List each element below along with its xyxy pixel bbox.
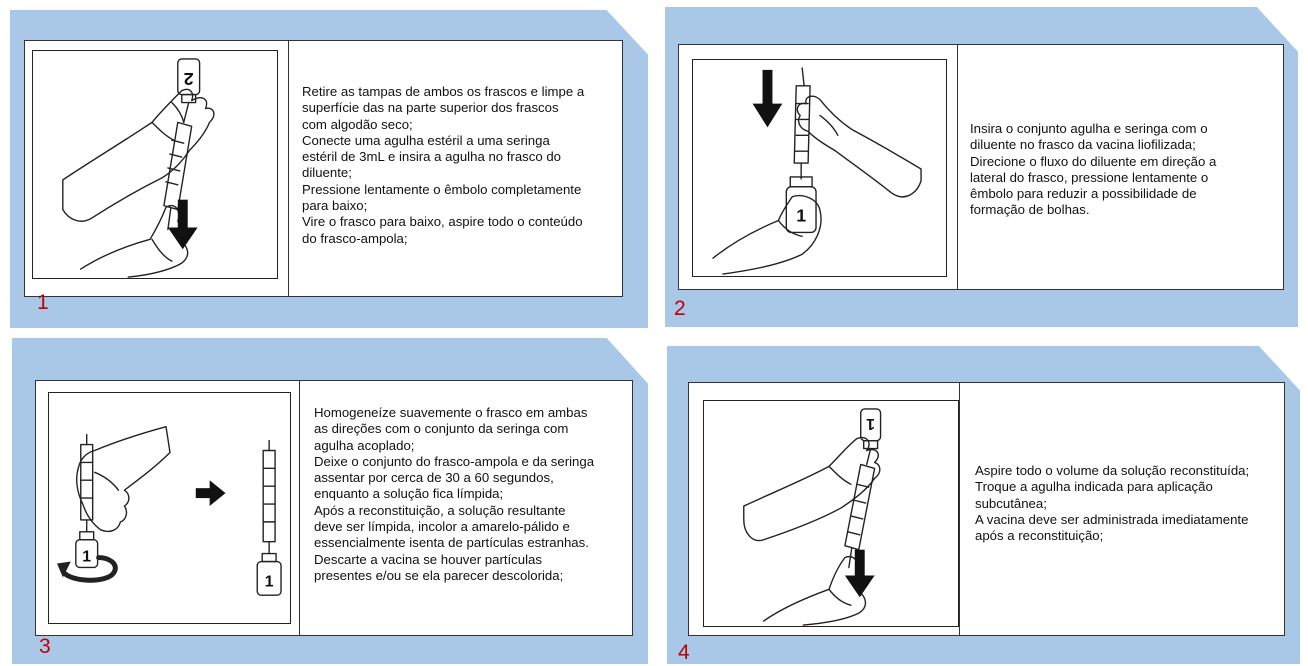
- step-instructions: Aspire todo o volume da solução reconsti…: [975, 463, 1249, 544]
- step-card: 1 Insira o conjunto agulha e seringa com…: [678, 44, 1284, 290]
- instruction-line: Após a reconstituição, a solução resulta…: [314, 502, 566, 518]
- step-panel-3: 1 1 Homogeneíze suavemente o frasco em a…: [12, 338, 648, 664]
- instruction-line: Pressione lentamente o êmbolo completame…: [302, 181, 582, 197]
- rotate-arrow-head-icon: [56, 561, 71, 578]
- card-divider: [288, 41, 289, 296]
- card-divider: [299, 381, 300, 635]
- step-instructions: Insira o conjunto agulha e seringa com o…: [970, 121, 1216, 219]
- step-illustration: 2: [32, 50, 278, 279]
- instruction-line: diluente no frasco da vacina liofilizada…: [970, 137, 1196, 153]
- gloved-hand-icon: [796, 95, 922, 198]
- step-illustration: 1: [692, 59, 947, 277]
- instruction-line: assentar por cerca de 30 a 60 segundos,: [314, 470, 554, 486]
- illustration-svg: 1: [743, 408, 882, 626]
- instruction-line: deve ser límpida, incolor a amarelo-páli…: [314, 519, 570, 535]
- vial-number-label: 1: [82, 549, 91, 566]
- instruction-line: após a reconstituição;: [975, 528, 1104, 544]
- instruction-line: as direções com o conjunto da seringa co…: [314, 421, 569, 437]
- rotate-arrow-icon: [60, 555, 118, 583]
- step-illustration: 1 1: [48, 392, 291, 624]
- instruction-line: presentes e/ou se ela parecer descolorid…: [314, 567, 564, 583]
- card-divider: [957, 45, 958, 289]
- illustration-svg: 1: [712, 67, 922, 275]
- step-number: 2: [674, 297, 686, 320]
- gloved-hand-icon-lower: [762, 555, 867, 626]
- step-card: 1 Aspire todo o volume da solução recons…: [688, 382, 1285, 636]
- instruction-line: Descarte a vacina se houver partículas: [314, 551, 542, 567]
- instruction-line: diluente;: [302, 165, 352, 181]
- step-number: 1: [37, 291, 49, 314]
- gloved-hand-icon-lower: [79, 204, 189, 278]
- gloved-hand-icon: [76, 426, 171, 533]
- instruction-line: do frasco-ampola;: [302, 230, 408, 246]
- vial-number-label-right: 1: [265, 573, 274, 590]
- instruction-line: êmbolo para reduzir a possibilidade de: [970, 186, 1197, 202]
- vial-number-label: 1: [796, 206, 806, 226]
- down-arrow-icon: [167, 199, 198, 250]
- step-panel-2: 1 Insira o conjunto agulha e seringa com…: [665, 7, 1298, 327]
- syringe-icon: [793, 67, 811, 180]
- instruction-line: Insira o conjunto agulha e seringa com o: [970, 121, 1208, 136]
- vial-number-label: 2: [184, 69, 194, 89]
- step-card: 1 1 Homogeneíze suavemente o frasco em a…: [35, 380, 633, 636]
- instruction-line: subcutânea;: [975, 495, 1047, 511]
- instruction-line: Troque a agulha indicada para aplicação: [975, 479, 1213, 495]
- down-arrow-icon: [844, 549, 875, 598]
- syringe-icon: [844, 447, 876, 569]
- instruction-line: superfície das na parte superior dos fra…: [302, 100, 559, 116]
- card-divider: [959, 383, 960, 635]
- instruction-line: Deixe o conjunto do frasco-ampola e da s…: [314, 453, 595, 469]
- step-number: 3: [39, 635, 51, 658]
- step-card: 2 Retire as tampas de ambos os frascos e…: [24, 40, 623, 297]
- instruction-line: essencialmente isenta de partículas estr…: [314, 535, 589, 551]
- instruction-line: enquanto a solução fica límpida;: [314, 486, 504, 502]
- gloved-hand-icon-lower: [712, 194, 822, 275]
- syringe-icon-right: [262, 439, 276, 555]
- instruction-line: agulha acoplado;: [314, 437, 415, 453]
- instruction-line: Retire as tampas de ambos os frascos e l…: [302, 84, 585, 99]
- step-instructions: Retire as tampas de ambos os frascos e l…: [302, 84, 584, 247]
- illustration-svg: 2: [62, 58, 215, 278]
- step-instructions: Homogeneíze suavemente o frasco em ambas…: [314, 405, 594, 584]
- instruction-line: A vacina deve ser administrada imediatam…: [975, 511, 1249, 527]
- instruction-line: Conecte uma agulha estéril a uma seringa: [302, 132, 550, 148]
- instruction-line: com algodão seco;: [302, 116, 413, 132]
- vial-number-label: 1: [866, 415, 875, 432]
- vial-icon-right: [256, 552, 282, 596]
- instruction-line: lateral do frasco, pressione lentamente …: [970, 169, 1209, 185]
- instruction-line: Vire o frasco para baixo, aspire todo o …: [302, 214, 583, 230]
- illustration-svg: 1 1: [56, 426, 282, 596]
- instruction-line: Aspire todo o volume da solução reconsti…: [975, 463, 1250, 478]
- step-panel-1: 2 Retire as tampas de ambos os frascos e…: [10, 10, 648, 328]
- instruction-line: estéril de 3mL e insira a agulha no fras…: [302, 149, 562, 165]
- instruction-line: formação de bolhas.: [970, 202, 1090, 218]
- syringe-icon: [80, 433, 94, 533]
- down-arrow-icon: [752, 69, 783, 128]
- step-panel-4: 1 Aspire todo o volume da solução recons…: [667, 346, 1300, 664]
- right-arrow-icon: [195, 480, 226, 507]
- instruction-line: para baixo;: [302, 198, 368, 214]
- vial-icon: [75, 531, 99, 569]
- vial-icon: [785, 176, 817, 234]
- gloved-hand-icon: [62, 88, 215, 222]
- step-number: 4: [678, 641, 690, 664]
- instruction-line: Direcione o fluxo do diluente em direção…: [970, 153, 1217, 169]
- step-illustration: 1: [703, 400, 959, 627]
- instruction-line: Homogeneíze suavemente o frasco em ambas: [314, 405, 588, 420]
- gloved-hand-icon: [743, 437, 881, 542]
